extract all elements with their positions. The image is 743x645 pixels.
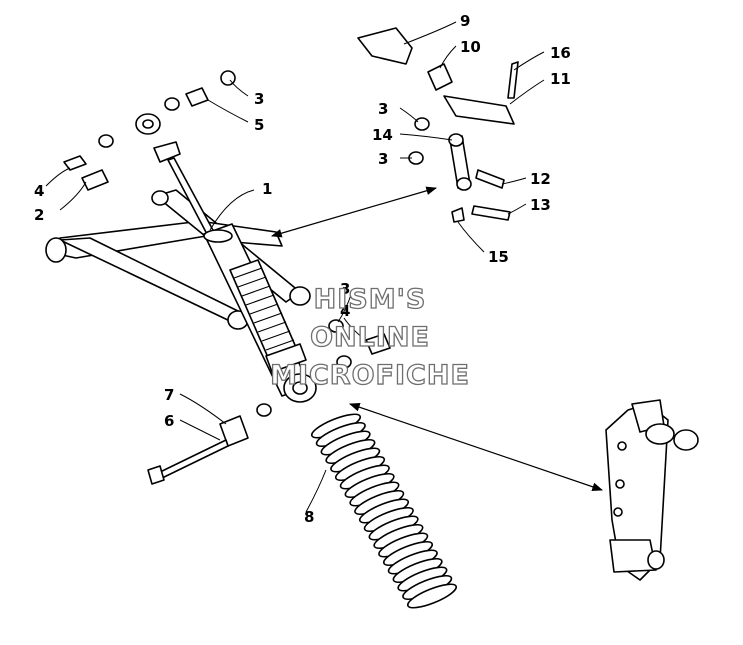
callout-4-mid: 4 <box>340 302 350 320</box>
callout-labels: 1 2 3 4 5 3 4 7 6 8 9 10 16 11 3 14 3 12… <box>34 12 571 526</box>
watermark-line-3: MICROFICHE <box>270 360 470 391</box>
watermark-line-2: ONLINE <box>310 322 430 353</box>
linkage-assembly <box>357 27 519 223</box>
callout-4-top: 4 <box>34 182 44 200</box>
callout-7: 7 <box>164 386 174 404</box>
callout-15: 15 <box>488 248 509 266</box>
watermark-line-1: HISM'S <box>314 284 427 315</box>
callout-3-mid: 3 <box>340 280 350 298</box>
callout-2: 2 <box>34 206 44 224</box>
callout-9: 9 <box>460 12 470 30</box>
watermark: HISM'S ONLINE MICROFICHE <box>269 283 470 391</box>
callout-8: 8 <box>304 508 314 526</box>
steering-spindle <box>605 399 699 581</box>
leader-lines <box>45 21 545 513</box>
spring-coil <box>406 583 458 609</box>
callout-14: 14 <box>372 126 393 144</box>
callout-1: 1 <box>262 180 272 198</box>
callout-10: 10 <box>460 38 481 56</box>
callout-12: 12 <box>530 170 551 188</box>
callout-6: 6 <box>164 412 174 430</box>
shock-absorber <box>135 113 317 403</box>
callout-5: 5 <box>254 116 264 134</box>
lower-mount-hardware <box>147 319 391 485</box>
callout-13: 13 <box>530 196 551 214</box>
connection-arrows <box>270 186 604 491</box>
callout-3-top: 3 <box>254 90 264 108</box>
coil-spring <box>310 413 458 609</box>
callout-11: 11 <box>550 70 571 88</box>
callout-3-link-top: 3 <box>378 100 388 118</box>
callout-16: 16 <box>550 44 571 62</box>
callout-3-link-bottom: 3 <box>378 150 388 168</box>
